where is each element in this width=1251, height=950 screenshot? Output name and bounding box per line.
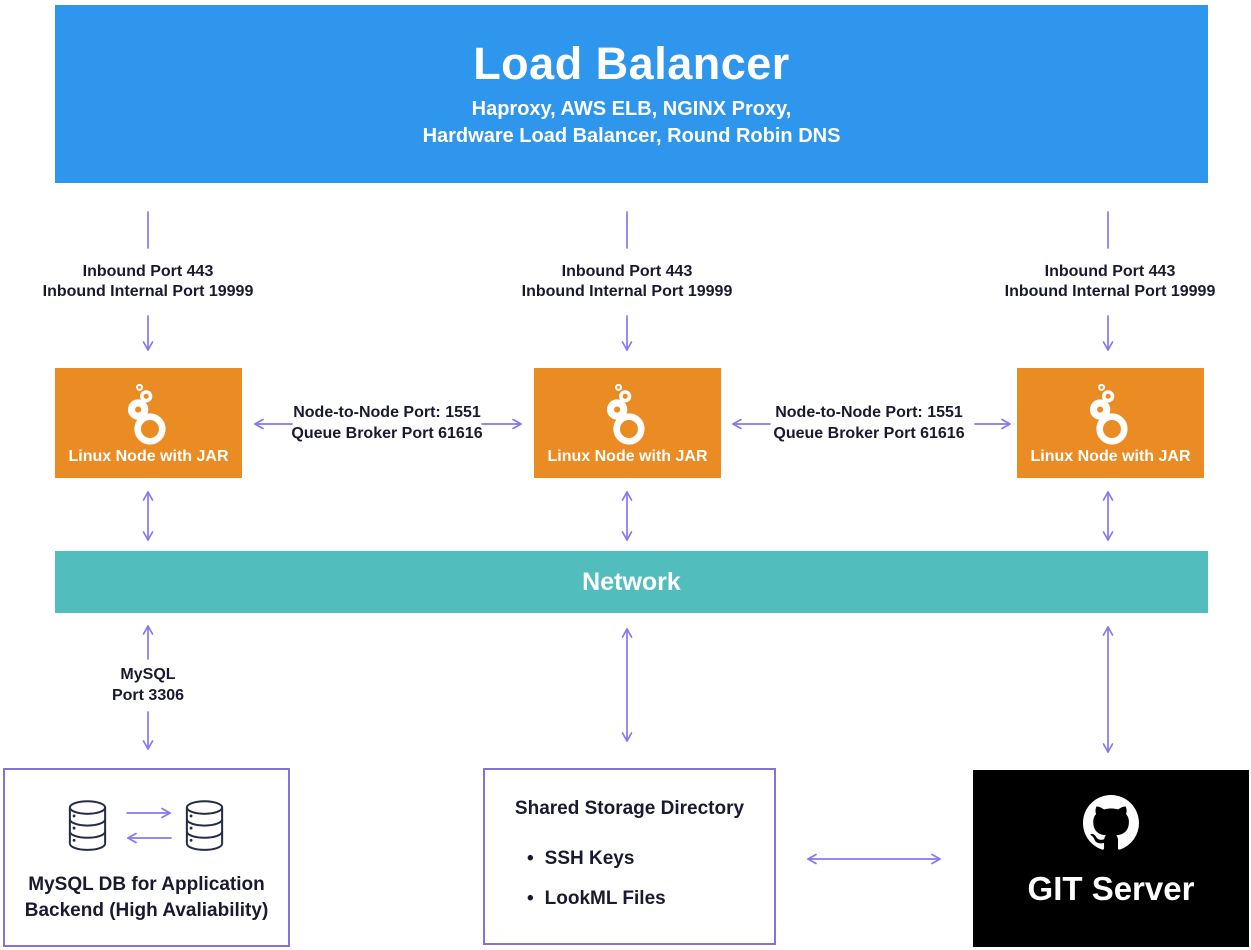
linux-node-box-left: Linux Node with JAR xyxy=(55,368,242,478)
shared-storage-box: Shared Storage Directory • SSH Keys • Lo… xyxy=(483,768,776,945)
load-balancer-title: Load Balancer xyxy=(473,37,790,89)
node-link-label-right: Node-to-Node Port: 1551 Queue Broker Por… xyxy=(773,404,965,442)
git-server-box: GIT Server xyxy=(973,770,1249,947)
linux-node-label: Linux Node with JAR xyxy=(547,448,708,465)
node-link-label-left: Node-to-Node Port: 1551 Queue Broker Por… xyxy=(291,404,483,442)
looker-icon xyxy=(1089,383,1128,445)
load-balancer-subtitle: Haproxy, AWS ELB, NGINX Proxy, Hardware … xyxy=(423,96,841,150)
load-balancer-box: Load Balancer Haproxy, AWS ELB, NGINX Pr… xyxy=(55,5,1208,183)
shared-storage-title: Shared Storage Directory xyxy=(514,798,745,819)
bullet-icon: • xyxy=(527,888,534,909)
storage-item-ssh-keys: • SSH Keys xyxy=(527,848,635,869)
linux-node-label: Linux Node with JAR xyxy=(68,448,229,465)
load-balancer-subtitle-line2: Hardware Load Balancer, Round Robin DNS xyxy=(422,124,841,147)
database-icon xyxy=(68,800,107,851)
inbound-label-left: Inbound Port 443 Inbound Internal Port 1… xyxy=(42,263,254,300)
linux-node-box-right: Linux Node with JAR xyxy=(1017,368,1204,478)
github-icon xyxy=(1083,795,1139,850)
load-balancer-subtitle-line1: Haproxy, AWS ELB, NGINX Proxy, xyxy=(471,97,792,120)
looker-icon xyxy=(127,383,166,445)
linux-node-label: Linux Node with JAR xyxy=(1030,448,1191,465)
mysql-db-box: MySQL DB for Application Backend (High A… xyxy=(3,768,290,947)
inbound-label-center: Inbound Port 443 Inbound Internal Port 1… xyxy=(521,263,733,300)
database-icon xyxy=(185,800,224,851)
network-bar: Network xyxy=(55,551,1208,613)
network-label: Network xyxy=(582,567,681,596)
looker-icon xyxy=(606,383,645,445)
git-server-label: GIT Server xyxy=(1027,870,1195,907)
storage-item-lookml-files: • LookML Files xyxy=(527,888,666,909)
mysql-db-label: MySQL DB for Application Backend (High A… xyxy=(24,874,269,921)
mysql-port-label: MySQL Port 3306 xyxy=(111,666,185,704)
inbound-label-right: Inbound Port 443 Inbound Internal Port 1… xyxy=(1004,263,1216,300)
linux-node-box-center: Linux Node with JAR xyxy=(534,368,721,478)
bullet-icon: • xyxy=(527,848,534,869)
